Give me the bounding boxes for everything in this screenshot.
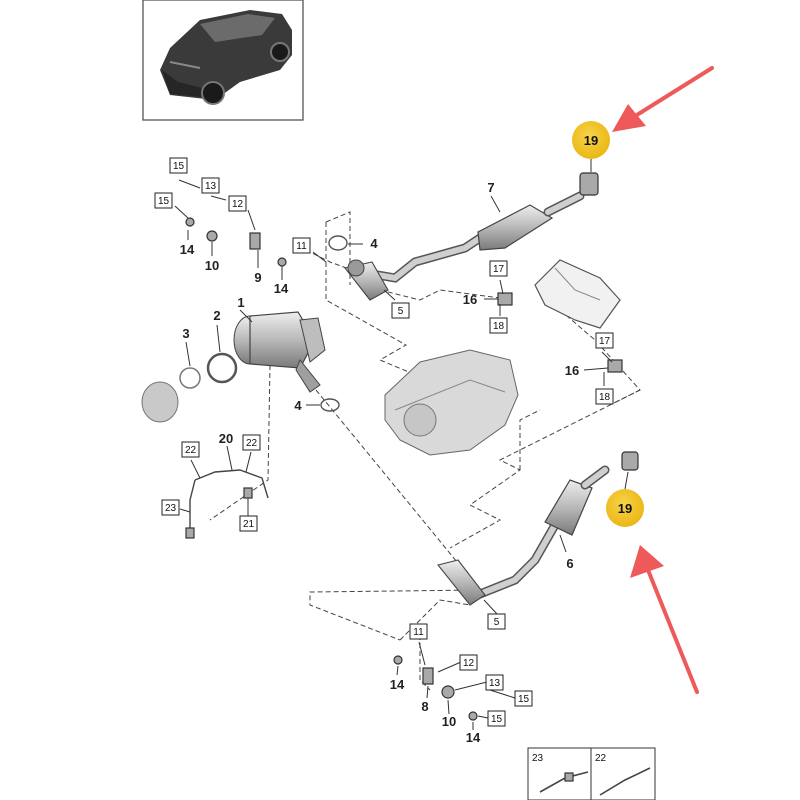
svg-text:17: 17 xyxy=(493,264,505,275)
svg-text:15: 15 xyxy=(158,196,170,207)
exhaust-pipe-upper xyxy=(355,172,599,283)
callout-box-17a: 17 xyxy=(489,260,508,277)
svg-text:13: 13 xyxy=(489,678,501,689)
svg-text:11: 11 xyxy=(296,241,307,252)
svg-text:18: 18 xyxy=(599,392,611,403)
gasket-lower xyxy=(320,398,340,412)
nut-10-lower xyxy=(441,685,455,699)
svg-text:19: 19 xyxy=(618,501,632,516)
callout-box-18a: 18 xyxy=(489,317,508,334)
callout-box-17b: 17 xyxy=(595,332,614,349)
legend-label-23: 23 xyxy=(532,753,544,764)
bolt-8 xyxy=(422,667,434,685)
bracket-16-upper xyxy=(497,292,513,306)
callout-box-15b: 15 xyxy=(154,192,173,209)
heat-shield xyxy=(534,259,621,329)
callout-box-22a: 22 xyxy=(181,441,200,458)
callout-4-upper: 4 xyxy=(370,236,378,251)
callout-6: 6 xyxy=(566,556,573,571)
arrow-upper xyxy=(612,66,714,132)
svg-text:22: 22 xyxy=(185,445,197,456)
svg-text:15: 15 xyxy=(173,161,185,172)
svg-text:12: 12 xyxy=(232,199,244,210)
highlight-badge-lower: 19 xyxy=(606,489,644,527)
callout-7: 7 xyxy=(487,180,494,195)
callout-10-upper: 10 xyxy=(205,258,219,273)
svg-text:22: 22 xyxy=(246,438,258,449)
callout-box-11b: 11 xyxy=(409,623,428,640)
transmission xyxy=(384,349,519,456)
callout-box-23: 23 xyxy=(161,499,180,516)
callout-14-upper: 14 xyxy=(180,242,195,257)
svg-text:19: 19 xyxy=(584,133,598,148)
legend-label-22: 22 xyxy=(595,753,607,764)
boxed-callouts: 15 13 15 12 11 5 17 18 17 18 22 22 23 21… xyxy=(154,157,614,727)
svg-text:5: 5 xyxy=(494,617,500,628)
callout-box-5a: 5 xyxy=(391,302,410,319)
callout-8: 8 xyxy=(421,699,428,714)
callout-3: 3 xyxy=(182,326,189,341)
callout-box-15a: 15 xyxy=(169,157,188,174)
callout-20: 20 xyxy=(219,431,233,446)
callout-1: 1 xyxy=(237,295,244,310)
nut-14-bottom xyxy=(468,711,478,721)
arrow-lower xyxy=(630,545,699,694)
callout-box-5b: 5 xyxy=(487,613,506,630)
callout-numbers: 1 2 3 4 4 6 7 8 9 10 10 14 14 14 14 16 1… xyxy=(180,180,579,745)
svg-text:17: 17 xyxy=(599,336,611,347)
callout-4-lower: 4 xyxy=(294,398,302,413)
legend-panel: 23 22 xyxy=(527,747,656,800)
svg-text:21: 21 xyxy=(243,519,255,530)
nut-14-upper xyxy=(185,217,195,227)
svg-text:13: 13 xyxy=(205,181,217,192)
callout-box-13b: 13 xyxy=(485,674,504,691)
callout-14-lower: 14 xyxy=(390,677,405,692)
svg-text:11: 11 xyxy=(413,627,424,638)
nut-10-upper xyxy=(206,230,218,242)
exhaust-pipe-lower xyxy=(465,451,639,603)
callout-16-upper: 16 xyxy=(463,292,477,307)
flange-upper xyxy=(344,259,389,301)
leader-lines xyxy=(174,179,613,730)
callout-box-22b: 22 xyxy=(242,434,261,451)
svg-text:5: 5 xyxy=(398,306,404,317)
svg-text:23: 23 xyxy=(165,503,177,514)
gasket-3 xyxy=(179,367,201,389)
callout-box-13a: 13 xyxy=(201,177,220,194)
svg-text:12: 12 xyxy=(463,658,475,669)
highlight-badge-upper: 19 xyxy=(572,121,610,159)
svg-text:18: 18 xyxy=(493,321,505,332)
nut-14-mid xyxy=(277,257,287,267)
legend-part-22 xyxy=(599,767,651,796)
callout-box-12b: 12 xyxy=(459,654,478,671)
nut-14-lower xyxy=(393,655,403,665)
callout-14-mid: 14 xyxy=(274,281,289,296)
callout-box-18b: 18 xyxy=(595,388,614,405)
gasket-upper xyxy=(328,235,348,251)
callout-9: 9 xyxy=(254,270,261,285)
clamp xyxy=(206,352,238,384)
callout-box-15d: 15 xyxy=(487,710,506,727)
svg-text:15: 15 xyxy=(491,714,503,725)
bracket-16-lower xyxy=(607,359,623,373)
highlight-leader-lower xyxy=(624,471,629,490)
callout-box-11a: 11 xyxy=(292,237,311,254)
callout-10-lower: 10 xyxy=(442,714,456,729)
callout-box-15c: 15 xyxy=(514,690,533,707)
callout-box-21: 21 xyxy=(239,515,258,532)
catalytic-converter xyxy=(233,311,326,393)
callout-16-lower: 16 xyxy=(565,363,579,378)
callout-box-12a: 12 xyxy=(228,195,247,212)
bolt-9 xyxy=(249,232,261,250)
svg-text:15: 15 xyxy=(518,694,530,705)
vehicle-thumbnail xyxy=(142,0,304,121)
callout-14-bottom: 14 xyxy=(466,730,481,745)
flange-lower xyxy=(437,559,486,606)
turbo-outlet xyxy=(141,381,179,423)
callout-2: 2 xyxy=(213,308,220,323)
